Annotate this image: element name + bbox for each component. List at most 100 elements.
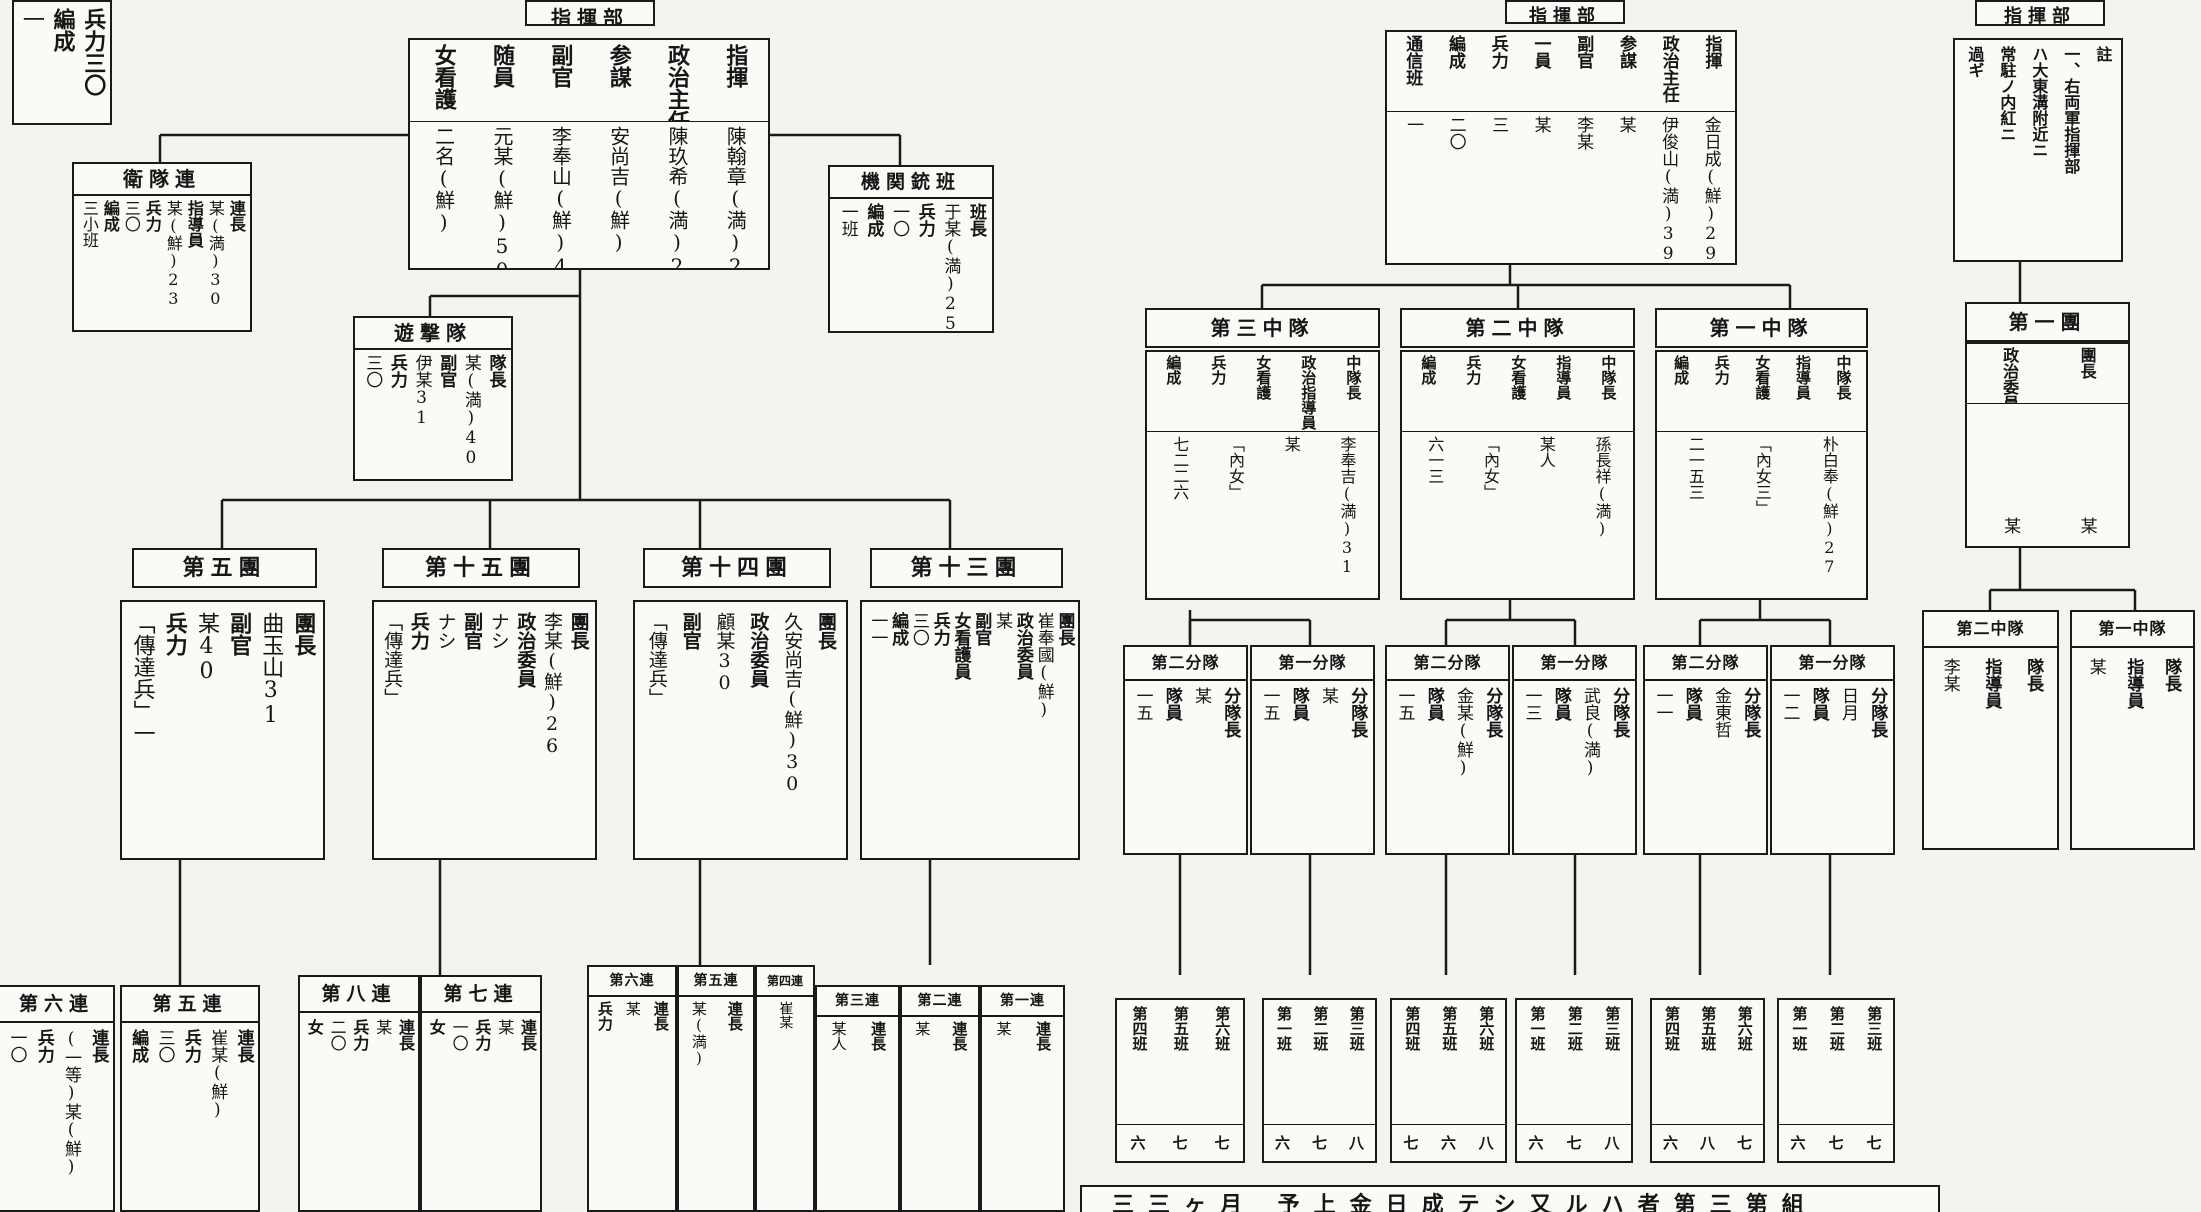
column-label: 分隊長 [1482,687,1503,738]
squad-label: 第五班 [1440,1006,1459,1051]
regiment-box: 團長 崔奉國(鮮) 政治委員 某 副官 女看護員 兵力 三〇 編成 一一 [860,600,1080,860]
column-value: 某 [373,1019,393,1035]
column-label: 兵力 [180,1029,201,1063]
box-title: 衛隊連 [74,164,250,196]
box-title: 遊撃隊 [355,318,511,350]
box-title: 第一連 [982,987,1063,1017]
battalion-values: 李奉吉(満)31 某 「內女」 七二二六 [1147,432,1378,597]
squad-count: 六 [1274,1133,1290,1152]
column-value: 某 [1281,436,1301,452]
note-line: 一、右両軍指揮部 [2061,46,2081,174]
column-label: 女看護 [1509,355,1528,400]
battalion-box: 中隊長 政治指導員 女看護 兵力 編成 李奉吉(満)31 某 「內女」 七二二六 [1145,350,1380,600]
right-regiment-box: 團長 政治委員 某 某 [1965,342,2130,548]
platoon-box: 第一分隊 分隊長 某 隊員 一五 [1250,645,1375,855]
column-label: 副官 [547,44,574,88]
box-title: 第一中隊 [2072,612,2193,648]
column-value: 二〇 [327,1019,347,1051]
column-label: 中隊長 [1834,355,1853,400]
column-label: 政治委員 [514,612,537,688]
column-label: 連長 [517,1019,537,1051]
squad-count: 七 [1214,1133,1230,1152]
box-title: 第八連 [300,977,418,1013]
platoon-content: 分隊長 某 隊員 一五 [1252,681,1373,851]
column-label: 分隊長 [1347,687,1368,738]
column-label: 兵力 [914,203,935,237]
hq-box: 指揮 政治主任 参謀 副官 随員 女看護 陳翰章(満)28 陳玖希(満)27 安… [408,38,770,270]
column-value: 李某 [1573,116,1594,150]
squad-count: 七 [1311,1133,1327,1152]
column-value: 李奉山(鮮)40 [548,126,573,268]
squad-label: 第四班 [1403,1006,1422,1051]
column-value: 一〇 [449,1019,469,1051]
column-label: 連長 [651,1001,670,1031]
squad-count: 七 [1172,1133,1188,1152]
right-regiment-title: 第一團 [1965,302,2130,342]
battalion-title: 第三中隊 [1145,308,1380,348]
regiment-box: 團長 李某(鮮)26 政治委員 ナシ 副官 ナシ 兵力 「傳達兵」 [372,600,597,860]
squad-label: 第一班 [1275,1006,1294,1051]
column-label: 政治主任 [664,44,691,122]
column-label: 女看護 [1254,355,1273,400]
company-content: 連長 某 兵力 二〇 女 [300,1013,418,1208]
squad-group: 第三班 第二班 第一班 八 七 六 [1515,998,1633,1163]
column-label: 隊員 [1681,687,1702,721]
column-label: 指導員 [184,200,204,248]
column-label: 連長 [725,1001,744,1031]
column-label: 隊員 [1161,687,1182,721]
column-value: 一五 [1259,687,1280,721]
hq-values: 陳翰章(満)28 陳玖希(満)27 安尚吉(鮮) 李奉山(鮮)40 元某(鮮)5… [410,122,768,268]
column-label: 連長 [395,1019,415,1051]
box-title: 第二中隊 [1924,612,2057,648]
column-label: 分隊長 [1740,687,1761,738]
column-value: 三 [1488,116,1509,133]
squad-label: 第二班 [1311,1006,1330,1051]
hq2-values: 金日成(鮮)29 伊俊山(満)39 某 李某 某 三 二〇 一 [1387,112,1735,262]
column-label: 兵力 [1209,355,1228,385]
column-label: 指導員 [1981,658,2002,709]
column-label: 連長 [233,1029,254,1063]
column-label: 編成 [100,200,120,232]
column-label: 指導員 [1554,355,1573,400]
column-label: 隊員 [1808,687,1829,721]
box-title: 第六連 [0,987,113,1023]
squad-labels: 第六班 第五班 第四班 [1652,1000,1763,1125]
column-value: 某人 [1536,436,1556,468]
column-label: 女看護 [430,44,457,110]
column-value: 一 [18,8,44,30]
box-title: 第二分隊 [1125,647,1246,681]
right-regiment-values: 某 某 [1967,404,2128,544]
squad-label: 第六班 [1213,1006,1232,1051]
hq-bodyguard-box: 衛隊連 連長 某(満)30 指導員 某(鮮)23 兵力 三〇 編成 三小班 [72,162,252,332]
squad-group: 第六班 第五班 第四班 八 六 七 [1390,998,1507,1163]
column-label: 女 [304,1019,324,1035]
note-line: ハ大東溝附近ニ [2029,46,2049,158]
column-label: 兵力 [929,612,950,646]
regiment-content: 團長 崔奉國(鮮) 政治委員 某 副官 女看護員 兵力 三〇 編成 一一 [862,602,1078,857]
squad-count: 六 [1662,1133,1678,1152]
column-label: 分隊長 [1609,687,1630,738]
squad-labels: 第三班 第二班 第一班 [1779,1000,1893,1125]
squad-group: 第六班 第五班 第四班 七 七 六 [1115,998,1245,1163]
squad-count: 六 [1790,1133,1806,1152]
hq2-title: 指揮部 [1505,0,1625,24]
column-value: 「傳達兵」一 [129,612,155,744]
column-value: 顧某30 [713,612,736,694]
hq-columns: 指揮 政治主任 参謀 副官 随員 女看護 [410,40,768,122]
column-value: 某 [495,1019,515,1035]
column-label: 参謀 [1616,35,1637,69]
note-line: 常駐ノ内紅ニ [1997,46,2017,142]
column-label: 兵力 [33,1029,54,1063]
box-title: 第一分隊 [1772,647,1893,681]
column-label: 團長 [2077,347,2097,379]
column-label: 隊長 [2161,658,2182,692]
company-box: 第一連 連長 某 [980,985,1065,1212]
squad-counts: 七 七 六 [1779,1125,1893,1159]
battalion-title: 第一中隊 [1655,308,1868,348]
company-box: 第二連 連長 某 [900,985,980,1212]
battalion-columns: 中隊長 指導員 女看護 兵力 編成 [1657,352,1866,432]
column-value: 金東哲 [1711,687,1732,738]
column-value: 朴白奉(鮮)27 [1819,436,1839,576]
platoon-content: 分隊長 金東哲 隊員 一一 [1645,681,1766,851]
column-value: 元某(鮮)50 [489,126,514,268]
